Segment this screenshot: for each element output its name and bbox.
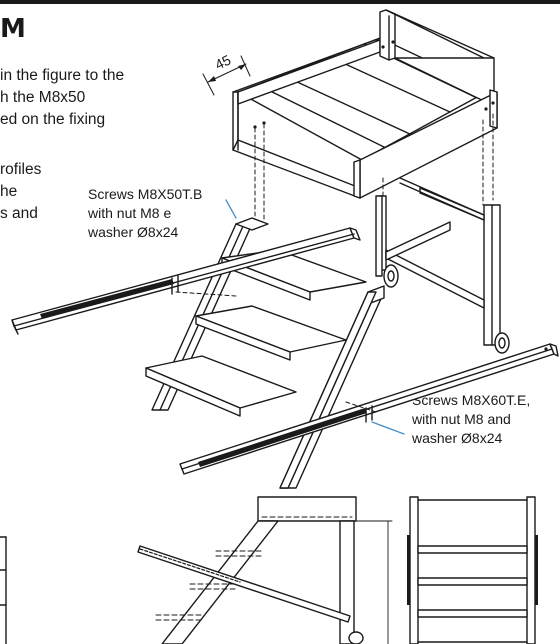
side-view-drawing: [137, 496, 393, 644]
callout-bottom-line-2: with nut M8 and: [412, 411, 511, 427]
callout-screws-m8x60: Screws M8X60T.E, with nut M8 and washer …: [412, 391, 530, 448]
section-heading: M: [0, 14, 26, 44]
dimension-45: [202, 55, 251, 96]
callout-leaders: [225, 199, 405, 435]
assembly-lines: [254, 113, 494, 227]
instruction-line-5: he: [0, 183, 18, 200]
instruction-line-2: h the M8x50: [0, 89, 86, 106]
profile-assembly-lines: [175, 291, 377, 413]
top-rule: [0, 0, 560, 4]
callout-screws-m8x50: Screws M8X50T.B with nut M8 e washer Ø8x…: [88, 185, 202, 242]
instruction-line-4: rofiles: [0, 161, 42, 178]
dimension-label: 45: [212, 51, 233, 72]
callout-top-line-2: with nut M8 e: [88, 205, 172, 221]
left-profile: [11, 227, 361, 335]
callout-top-line-3: washer Ø8x24: [88, 224, 179, 240]
stand-frame: [375, 177, 510, 354]
callout-bottom-line-3: washer Ø8x24: [412, 430, 503, 446]
front-view-drawing: [407, 496, 538, 644]
callout-top-line-1: Screws M8X50T.B: [88, 186, 203, 202]
platform-box: [232, 9, 498, 199]
table-fragment: [0, 536, 7, 644]
instruction-line-3: ed on the fixing: [0, 111, 106, 128]
callout-bottom-line-1: Screws M8X60T.E,: [412, 392, 531, 408]
instruction-line-6: s and: [0, 205, 38, 222]
instruction-line-1: in the figure to the: [0, 67, 125, 84]
